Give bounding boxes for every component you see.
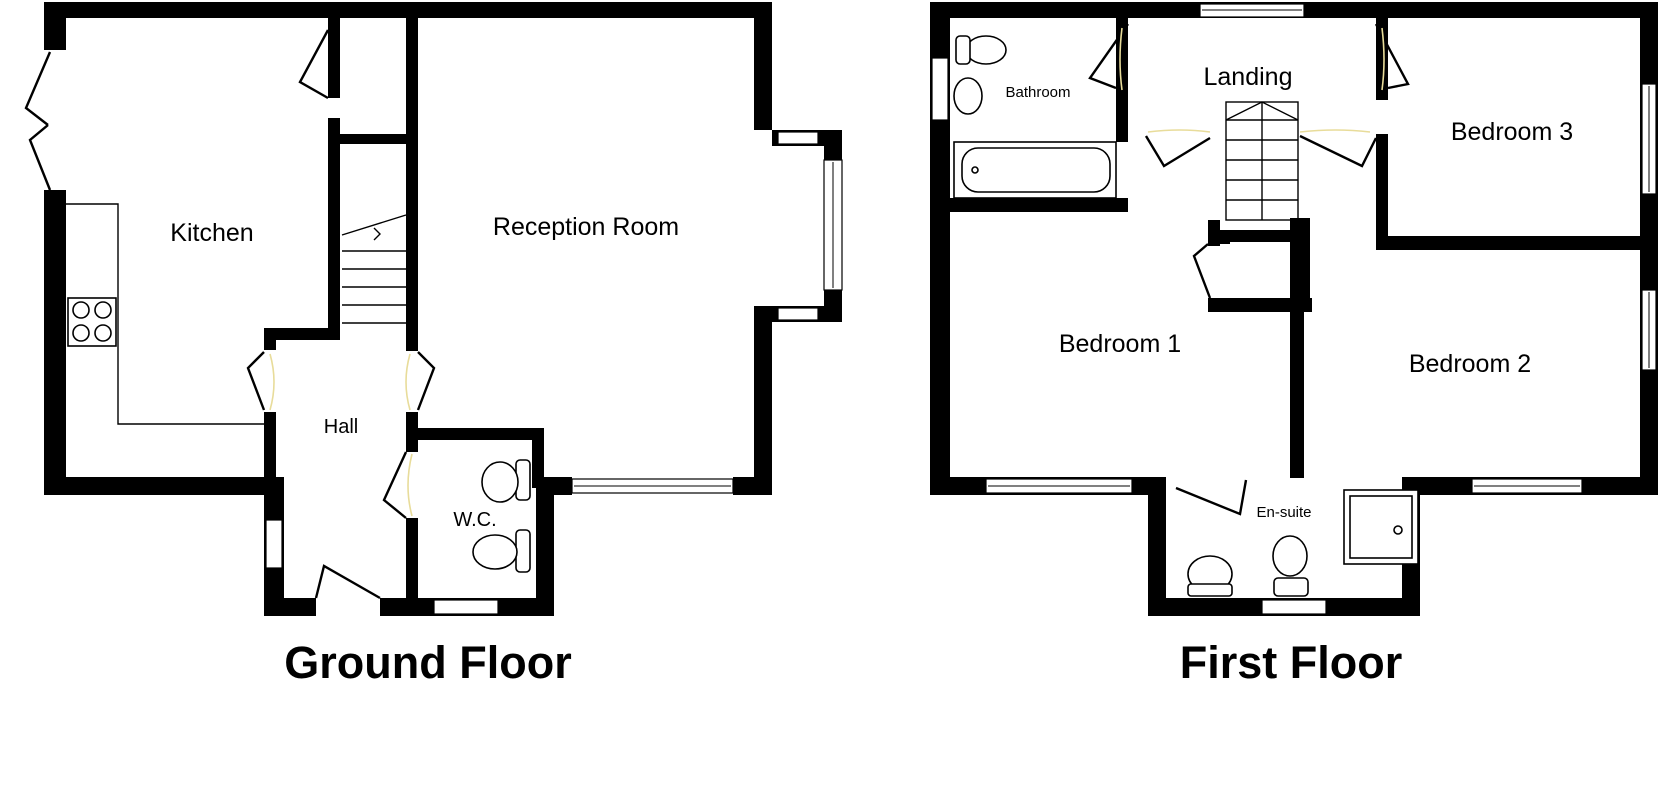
- wc-fixtures: [472, 459, 531, 573]
- first-floor-windows: [931, 3, 1657, 615]
- first-floor-doors: [1088, 23, 1410, 516]
- first-floor-plan: Bathroom Landing Bedroom 3 Bedroom 1 Bed…: [930, 2, 1658, 688]
- ground-floor-windows: [265, 131, 843, 615]
- bedroom1-cupboard: [1218, 230, 1298, 312]
- bedroom-3-label: Bedroom 3: [1451, 118, 1573, 146]
- ensuite-fixtures: [1187, 489, 1419, 597]
- kitchen-french-doors: [24, 51, 52, 191]
- ground-floor-walls: [44, 2, 842, 616]
- bedroom-1-label: Bedroom 1: [1059, 330, 1181, 358]
- landing-label: Landing: [1204, 63, 1293, 91]
- kitchen-label: Kitchen: [170, 219, 253, 247]
- ensuite-label: En-suite: [1256, 504, 1311, 521]
- wc-label: W.C.: [453, 509, 496, 531]
- first-floor-title: First Floor: [1180, 637, 1403, 688]
- bathroom-fixtures: [953, 35, 1117, 199]
- bedroom-2-label: Bedroom 2: [1409, 350, 1531, 378]
- kitchen-worktop: [66, 203, 268, 425]
- first-floor-staircase: [1225, 101, 1299, 221]
- bathroom-label: Bathroom: [1005, 84, 1070, 101]
- kitchen-cupboard-door: [298, 29, 330, 100]
- ground-floor-staircase: [341, 214, 407, 324]
- ground-floor-plan: Kitchen Reception Room Hall W.C. Ground …: [24, 2, 843, 688]
- hall-label: Hall: [324, 416, 358, 438]
- reception-room-label: Reception Room: [493, 213, 679, 241]
- ground-floor-title: Ground Floor: [284, 637, 571, 688]
- ground-floor-doors: [246, 351, 436, 600]
